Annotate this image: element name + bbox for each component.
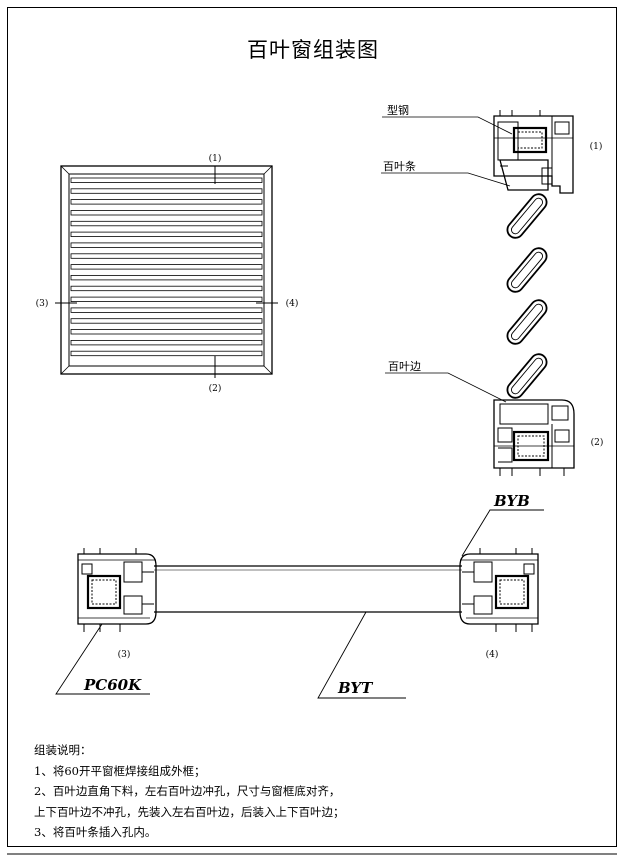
leader-byb [461, 509, 544, 557]
drawing-title: 百叶窗组装图 [247, 38, 379, 62]
louver-slat [70, 296, 263, 303]
leader-pc60k [55, 623, 150, 695]
leader-steel [382, 116, 513, 135]
bottom-frame-section [493, 399, 575, 476]
window-label-left: (3) [36, 298, 49, 309]
louver-slat [70, 177, 263, 183]
notes-line-1: 1、将60开平窗框焊接组成外框； [34, 763, 206, 778]
louver-slat [70, 307, 263, 313]
notes-heading: 组装说明： [34, 743, 92, 757]
slat-section-3 [506, 299, 548, 345]
horizontal-section [77, 548, 539, 632]
notes-line-2: 2、百叶边直角下料，左右百叶边冲孔，尺寸与窗框底对齐， [34, 784, 341, 798]
section-label-4: (4) [486, 649, 499, 660]
window-label-top: (1) [209, 153, 222, 164]
louver-slat [70, 318, 263, 324]
louver-slat [70, 339, 263, 346]
label-edge: 百叶边 [388, 360, 421, 373]
louver-window-elevation [55, 165, 278, 378]
louver-slat [70, 231, 263, 238]
louver-slats [70, 177, 263, 357]
right-frame-profile [459, 548, 539, 632]
slat-section-4 [506, 353, 548, 399]
louver-slat [70, 274, 263, 281]
leader-byt [317, 611, 406, 699]
code-byb: BYB [493, 492, 530, 510]
section-label-1: (1) [590, 141, 603, 152]
top-frame-section [493, 110, 574, 194]
label-slat: 百叶条 [383, 159, 416, 173]
louver-slat [70, 188, 263, 194]
window-outer-frame [60, 165, 273, 375]
notes-line-3: 上下百叶边不冲孔，先装入左右百叶边，后装入上下百叶边； [34, 804, 345, 819]
louver-slat [70, 220, 263, 227]
leader-slat [381, 172, 511, 187]
steel-reinforcement [512, 126, 548, 154]
drawing-frame [7, 7, 617, 847]
section-label-3: (3) [118, 649, 131, 660]
louver-slat [70, 210, 263, 216]
label-steel: 型钢 [387, 103, 409, 117]
window-label-right: (4) [286, 298, 299, 309]
left-frame-profile [77, 548, 157, 632]
louver-slat [70, 253, 263, 259]
window-inner-frame [68, 173, 265, 367]
louver-slat [70, 285, 263, 292]
louver-slat [70, 350, 263, 357]
assembly-notes: 组装说明： 1、将60开平窗框焊接组成外框； 2、百叶边直角下料，左右百叶边冲孔… [34, 740, 345, 843]
slat-section-1 [506, 193, 548, 239]
leader-edge [385, 372, 507, 403]
louver-slat-sections [506, 193, 548, 399]
louver-slat [70, 242, 263, 248]
section-label-2: (2) [591, 437, 604, 448]
slat-section-2 [506, 247, 548, 293]
louver-slat [70, 264, 263, 270]
code-pc60k: PC60K [83, 676, 142, 694]
notes-line-4: 3、将百叶条插入孔内。 [34, 825, 157, 839]
louver-slat [70, 199, 263, 205]
window-label-bottom: (2) [209, 383, 222, 394]
code-byt: BYT [337, 679, 374, 697]
louver-slat [70, 329, 263, 335]
